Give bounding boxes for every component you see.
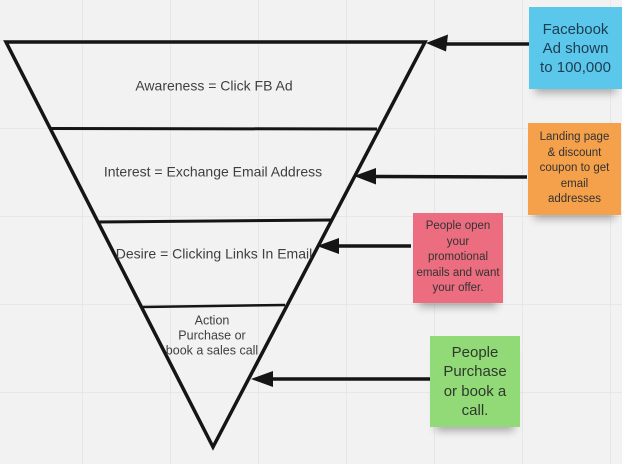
funnel-label-desire[interactable]: Desire = Clicking Links In Email	[115, 245, 313, 262]
sticky-note-people-open[interactable]: People open your promotional emails and …	[413, 213, 503, 303]
arrowhead-icon	[317, 238, 339, 254]
arrowhead-icon	[251, 371, 273, 387]
sticky-note-people-purchase[interactable]: People Purchase or book a call.	[430, 336, 520, 427]
arrow-facebook-ad[interactable]	[426, 34, 529, 52]
arrow-people-open[interactable]	[317, 238, 411, 254]
arrow-people-purchase[interactable]	[251, 371, 430, 387]
funnel-label-interest[interactable]: Interest = Exchange Email Address	[103, 163, 323, 180]
arrowhead-icon	[354, 168, 376, 185]
arrow-landing-page[interactable]	[354, 168, 528, 185]
funnel-label-action[interactable]: Action Purchase or book a sales call	[165, 313, 259, 358]
funnel-outline-shape[interactable]	[3, 40, 428, 451]
sticky-note-landing-page[interactable]: Landing page & discount coupon to get em…	[528, 123, 621, 215]
funnel-divider-awareness[interactable]	[50, 127, 378, 131]
sticky-note-facebook-ad[interactable]: Facebook Ad shown to 100,000	[529, 7, 622, 89]
funnel-divider-interest[interactable]	[96, 218, 334, 224]
funnel-divider-desire[interactable]	[141, 303, 286, 309]
arrowhead-icon	[426, 34, 448, 52]
funnel-label-awareness[interactable]: Awareness = Click FB Ad	[135, 77, 293, 94]
